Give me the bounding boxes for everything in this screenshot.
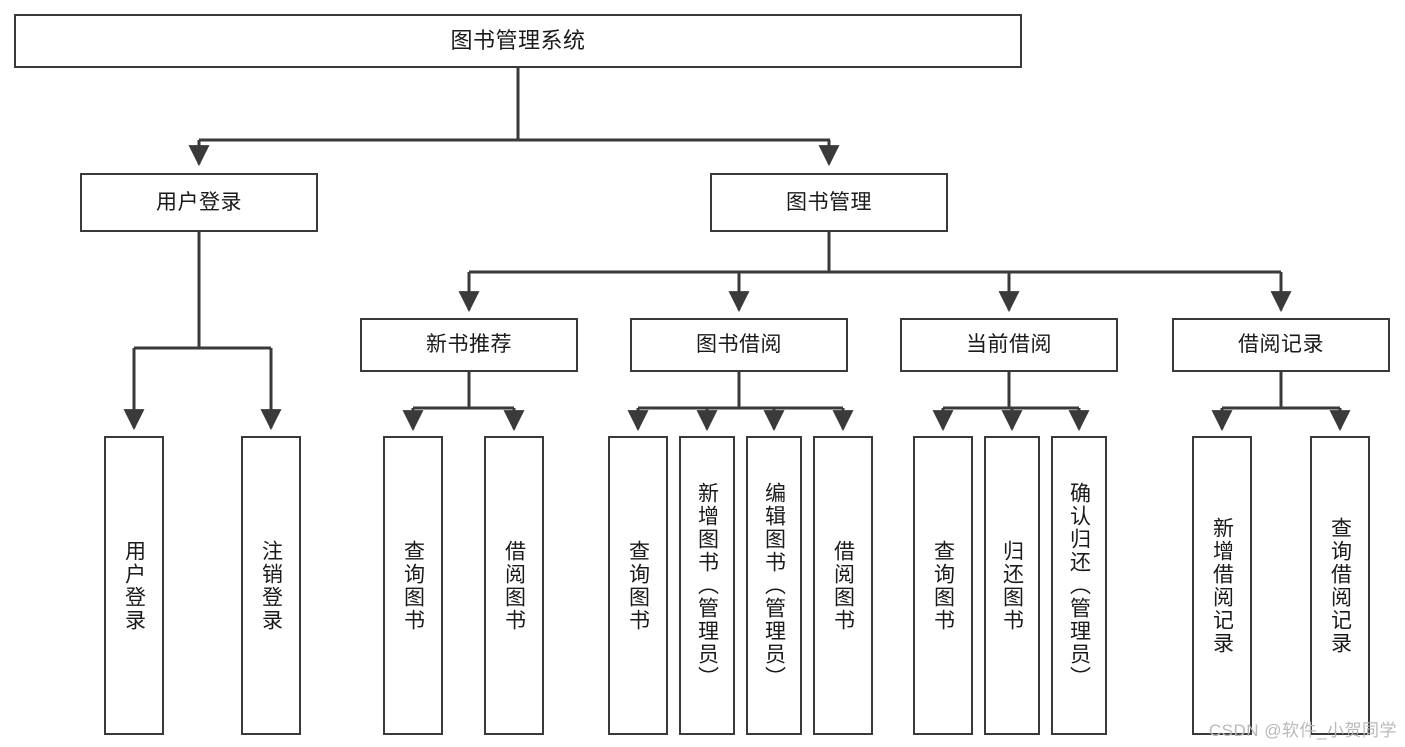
leaf-node-label: 编辑图书（管理员） [762, 482, 786, 689]
leaf-node[interactable]: 新增借阅记录 [1192, 436, 1252, 735]
leaf-node-label: 借阅图书 [831, 539, 855, 632]
node-root-book-management-system[interactable]: 图书管理系统 [14, 14, 1022, 68]
node-root-label: 图书管理系统 [450, 27, 586, 53]
leaf-node-label: 查询图书 [626, 539, 650, 632]
node-borrow-record-label: 借阅记录 [1238, 333, 1324, 357]
leaf-node-label: 查询图书 [931, 539, 955, 632]
node-book-management-label: 图书管理 [786, 190, 872, 214]
leaf-node[interactable]: 借阅图书 [813, 436, 873, 735]
node-borrow-record[interactable]: 借阅记录 [1172, 318, 1390, 372]
node-book-management[interactable]: 图书管理 [710, 173, 948, 232]
node-new-book-recommend[interactable]: 新书推荐 [360, 318, 578, 372]
node-current-borrow[interactable]: 当前借阅 [900, 318, 1118, 372]
leaf-node[interactable]: 查询图书 [383, 436, 443, 735]
leaf-node[interactable]: 注销登录 [241, 436, 301, 735]
leaf-node[interactable]: 查询图书 [608, 436, 668, 735]
leaf-node-label: 查询借阅记录 [1328, 516, 1352, 655]
leaf-node-label: 借阅图书 [502, 539, 526, 632]
leaf-node[interactable]: 用户登录 [104, 436, 164, 735]
node-user-login-label: 用户登录 [156, 190, 242, 214]
node-new-book-recommend-label: 新书推荐 [426, 333, 512, 357]
leaf-node-label: 用户登录 [122, 539, 146, 632]
leaf-node[interactable]: 确认归还（管理员） [1051, 436, 1107, 735]
watermark: CSDN @软件_小贺同学 [1208, 721, 1397, 740]
leaf-node-label: 查询图书 [401, 539, 425, 632]
leaf-node[interactable]: 新增图书（管理员） [679, 436, 735, 735]
leaf-node-label: 确认归还（管理员） [1067, 482, 1091, 689]
leaf-node-label: 新增图书（管理员） [695, 482, 719, 689]
node-current-borrow-label: 当前借阅 [966, 333, 1052, 357]
leaf-node[interactable]: 归还图书 [984, 436, 1040, 735]
node-user-login[interactable]: 用户登录 [80, 173, 318, 232]
leaf-node-label: 注销登录 [259, 539, 283, 632]
node-book-borrow-label: 图书借阅 [696, 333, 782, 357]
leaf-node-label: 归还图书 [1000, 539, 1024, 632]
leaf-node[interactable]: 借阅图书 [484, 436, 544, 735]
leaf-node[interactable]: 查询图书 [913, 436, 973, 735]
leaf-node[interactable]: 查询借阅记录 [1310, 436, 1370, 735]
node-book-borrow[interactable]: 图书借阅 [630, 318, 848, 372]
leaf-node-label: 新增借阅记录 [1210, 516, 1234, 655]
leaf-node[interactable]: 编辑图书（管理员） [746, 436, 802, 735]
